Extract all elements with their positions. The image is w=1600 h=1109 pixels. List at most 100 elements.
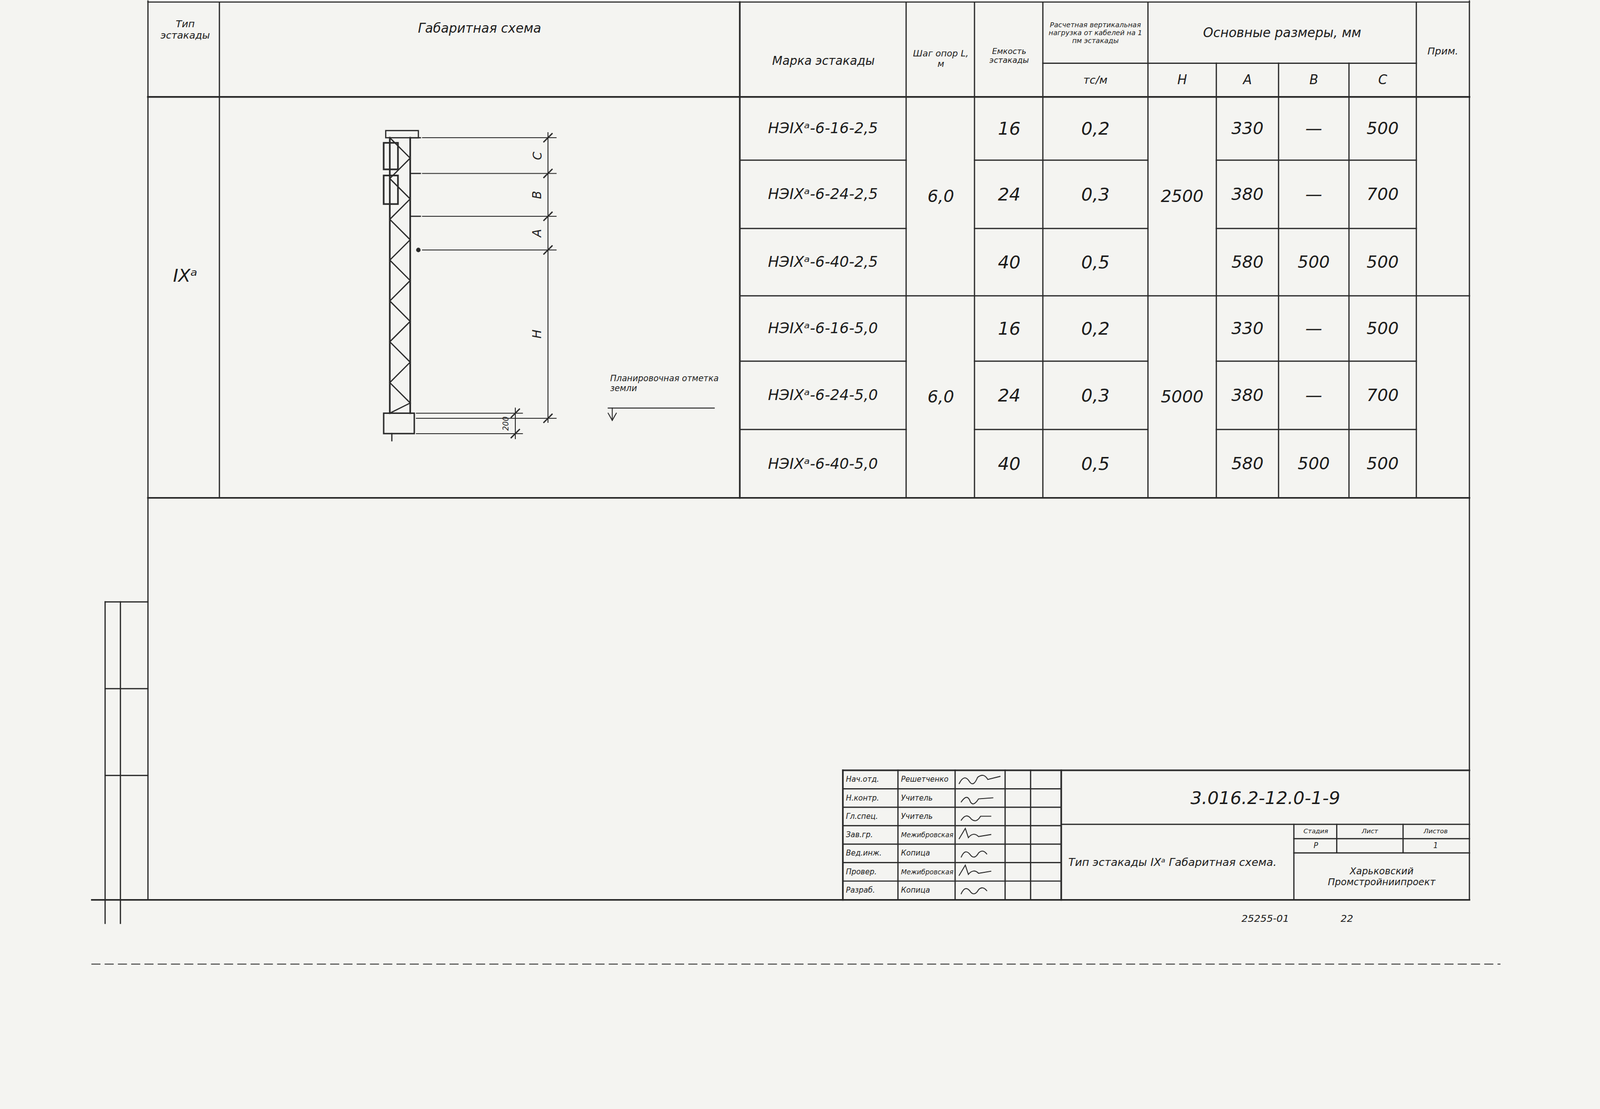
archive-number-box: 22 bbox=[1326, 907, 1368, 929]
table-cell-box: 40 bbox=[976, 429, 1043, 499]
table-cell: 330 bbox=[1231, 118, 1264, 139]
trestle-mark-box: НЭIXᵃ-6-16-5,0 bbox=[742, 296, 905, 362]
table-header: Шаг опор L, м bbox=[909, 48, 972, 69]
ground-mark-note: Планировочная отметка земли bbox=[609, 373, 722, 394]
table-header: Основные размеры, мм bbox=[1202, 25, 1361, 41]
table-cell: — bbox=[1305, 318, 1323, 339]
title-block-role-box: Н.контр. bbox=[844, 789, 898, 808]
trestle-mark: НЭIXᵃ-6-16-5,0 bbox=[767, 319, 878, 338]
title-block-role-box: Вед.инж. bbox=[844, 844, 898, 863]
table-cell-box: 580 bbox=[1216, 429, 1279, 499]
title-block-role: Провер. bbox=[846, 867, 877, 877]
table-cell: 500 bbox=[1366, 453, 1400, 474]
table-cell: 24 bbox=[998, 184, 1021, 205]
title-block-text: Стадия bbox=[1303, 827, 1329, 836]
table-cell-box: — bbox=[1278, 296, 1350, 362]
title-block-name-box: Учитель bbox=[899, 807, 954, 826]
table-cell-box: 330 bbox=[1216, 97, 1279, 161]
sheet-title: Тип эстакады IXᵃ Габаритная схема. bbox=[1068, 855, 1277, 869]
title-block-name-box: Копица bbox=[899, 844, 954, 863]
table-cell-box: 0,3 bbox=[1045, 160, 1147, 229]
table-header-box: Габаритная схема bbox=[234, 7, 725, 49]
title-block-name-box: Решетченко bbox=[899, 770, 954, 789]
trestle-mark-box: НЭIXᵃ-6-24-2,5 bbox=[742, 160, 905, 229]
title-block-text-box: Р bbox=[1295, 838, 1338, 853]
table-cell: 500 bbox=[1297, 252, 1330, 272]
table-cell-box: 16 bbox=[976, 97, 1043, 161]
table-cell-box: 380 bbox=[1216, 160, 1279, 229]
table-cell-box: 2500 bbox=[1150, 97, 1215, 297]
table-cell-box: 700 bbox=[1349, 361, 1417, 430]
table-cell-box: 24 bbox=[976, 361, 1043, 430]
trestle-type-box: IXᵃ bbox=[152, 245, 218, 307]
trestle-mark: НЭIXᵃ-6-24-2,5 bbox=[767, 185, 878, 203]
title-block-role-box: Провер. bbox=[844, 862, 898, 882]
table-cell: 2500 bbox=[1160, 186, 1204, 206]
table-header-box: Марка эстакады bbox=[743, 30, 905, 93]
table-header: Габаритная схема bbox=[417, 21, 542, 37]
table-cell-box: — bbox=[1278, 97, 1350, 161]
title-block-text-box: Стадия bbox=[1295, 824, 1338, 839]
table-cell-box: 0,2 bbox=[1045, 97, 1147, 161]
table-cell: 0,2 bbox=[1081, 318, 1110, 339]
table-header-box: С bbox=[1349, 63, 1417, 98]
table-cell-box: 380 bbox=[1216, 361, 1279, 430]
table-cell-box: 6,0 bbox=[907, 296, 974, 499]
table-cell: 6,0 bbox=[927, 387, 954, 407]
table-header: В bbox=[1309, 72, 1319, 88]
title-block-text-box: Лист bbox=[1336, 824, 1403, 839]
title-block-text-box: 1 bbox=[1402, 838, 1469, 853]
table-cell-box: 500 bbox=[1278, 429, 1350, 499]
trestle-mark-box: НЭIXᵃ-6-40-5,0 bbox=[742, 429, 905, 499]
table-cell: 40 bbox=[998, 453, 1021, 474]
title-block-name: Копица bbox=[900, 849, 931, 858]
table-header: Марка эстакады bbox=[772, 54, 875, 69]
table-header-box: Прим. bbox=[1418, 30, 1468, 72]
table-cell-box: — bbox=[1278, 361, 1350, 430]
table-cell-box: 500 bbox=[1349, 429, 1417, 499]
dimension-label: Н bbox=[530, 329, 545, 339]
table-cell: 700 bbox=[1366, 184, 1400, 204]
title-block-role: Вед.инж. bbox=[846, 849, 883, 858]
dimension-label: 200 bbox=[501, 416, 511, 431]
table-cell-box: 0,5 bbox=[1045, 429, 1147, 499]
table-cell: 0,5 bbox=[1081, 251, 1110, 273]
table-cell: 500 bbox=[1297, 453, 1330, 474]
table-header-box: Основные размеры, мм bbox=[1150, 4, 1415, 61]
table-cell-box: 5000 bbox=[1150, 296, 1215, 499]
table-cell: 500 bbox=[1366, 252, 1400, 272]
archive-number-box: 25255-01 bbox=[1219, 907, 1312, 929]
dimension-label-box: В bbox=[528, 174, 548, 215]
title-block-role: Зав.гр. bbox=[846, 830, 874, 840]
table-cell-box: 24 bbox=[976, 160, 1043, 229]
table-cell-box: 0,3 bbox=[1045, 361, 1147, 430]
title-block-name-box: Копица bbox=[899, 881, 954, 900]
title-block-name-box: Учитель bbox=[899, 789, 954, 808]
table-header: Тип эстакады bbox=[154, 18, 216, 42]
table-cell-box: 16 bbox=[976, 296, 1043, 362]
table-cell-box: 0,2 bbox=[1045, 296, 1147, 362]
table-header: Н bbox=[1177, 72, 1188, 88]
dimension-label: В bbox=[530, 190, 545, 199]
archive-number: 22 bbox=[1340, 912, 1353, 925]
table-header: Емкость эстакады bbox=[978, 47, 1041, 66]
ground-mark-note-box: Планировочная отметка земли bbox=[607, 361, 723, 407]
table-cell-box: 700 bbox=[1349, 160, 1417, 229]
title-block-name: Межибровская bbox=[900, 868, 953, 877]
table-cell-box: 330 bbox=[1216, 296, 1279, 362]
document-code-box: 3.016.2-12.0-1-9 bbox=[1063, 772, 1468, 824]
dimension-label-box: 200 bbox=[498, 413, 515, 434]
title-block-role-box: Зав.гр. bbox=[844, 825, 898, 845]
dimension-label-box: С bbox=[528, 138, 548, 173]
table-cell-box: 40 bbox=[976, 228, 1043, 297]
dimension-label-box: Н bbox=[528, 254, 548, 413]
table-header-box: Тип эстакады bbox=[152, 3, 218, 55]
table-cell: 700 bbox=[1366, 385, 1400, 405]
title-block-name: Учитель bbox=[900, 812, 933, 821]
trestle-mark: НЭIXᵃ-6-40-2,5 bbox=[767, 253, 878, 271]
title-block-name: Учитель bbox=[900, 794, 933, 803]
table-cell: 40 bbox=[998, 251, 1021, 273]
table-cell-box: 0,5 bbox=[1045, 228, 1147, 297]
organization-name: Харьковский Промстройниипроект bbox=[1297, 865, 1466, 888]
